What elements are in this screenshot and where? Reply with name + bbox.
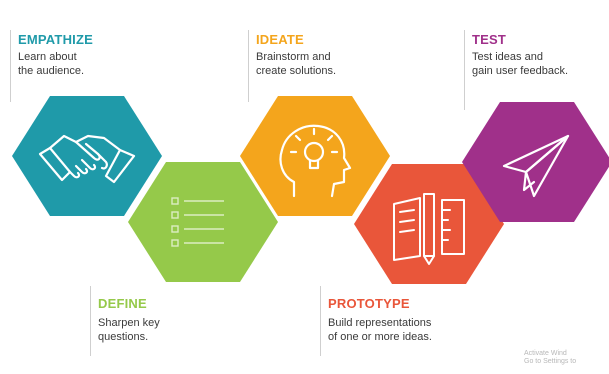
label-divider — [464, 30, 465, 110]
os-activation-watermark: Activate Wind Go to Settings to — [524, 350, 576, 366]
handshake-icon — [38, 134, 136, 184]
watermark-line: Go to Settings to — [524, 358, 577, 365]
checklist-icon — [171, 197, 224, 247]
label-divider — [90, 286, 91, 356]
step-desc-prototype: Build representations of one or more ide… — [328, 316, 432, 344]
desc-line: Learn about — [18, 51, 77, 63]
blueprint-tools-icon — [393, 193, 465, 265]
head-lightbulb-icon — [279, 124, 352, 198]
desc-line: create solutions. — [256, 65, 337, 77]
watermark-line: Activate Wind — [524, 350, 567, 357]
desc-line: Build representations — [328, 317, 432, 329]
hexagon-prototype — [354, 164, 504, 284]
desc-line: questions. — [98, 331, 149, 343]
step-desc-empathize: Learn about the audience. — [18, 50, 84, 78]
hexagon-shape — [12, 96, 162, 216]
hexagon-empathize — [12, 96, 162, 216]
desc-line: the audience. — [18, 65, 85, 77]
label-divider — [10, 30, 11, 102]
hexagon-shape — [240, 96, 390, 216]
desc-line: Sharpen key — [98, 317, 160, 329]
desc-line: of one or more ideas. — [328, 331, 432, 343]
hexagon-define — [128, 162, 278, 282]
step-title-empathize: EMPATHIZE — [18, 32, 93, 47]
hexagon-test — [462, 102, 609, 222]
paper-plane-icon — [502, 134, 570, 198]
step-desc-ideate: Brainstorm and create solutions. — [256, 50, 336, 78]
desc-line: Brainstorm and — [256, 51, 331, 63]
desc-line: Test ideas and — [472, 51, 543, 63]
step-title-test: TEST — [472, 32, 507, 47]
label-divider — [248, 30, 249, 102]
step-desc-define: Sharpen key questions. — [98, 316, 160, 344]
hexagon-shape — [354, 164, 504, 284]
step-title-define: DEFINE — [98, 296, 147, 311]
hexagon-shape — [462, 102, 609, 222]
desc-line: gain user feedback. — [472, 65, 569, 77]
hexagon-ideate — [240, 96, 390, 216]
hexagon-shape — [128, 162, 278, 282]
label-divider — [320, 286, 321, 356]
step-title-prototype: PROTOTYPE — [328, 296, 410, 311]
step-title-ideate: IDEATE — [256, 32, 304, 47]
step-desc-test: Test ideas and gain user feedback. — [472, 50, 568, 78]
